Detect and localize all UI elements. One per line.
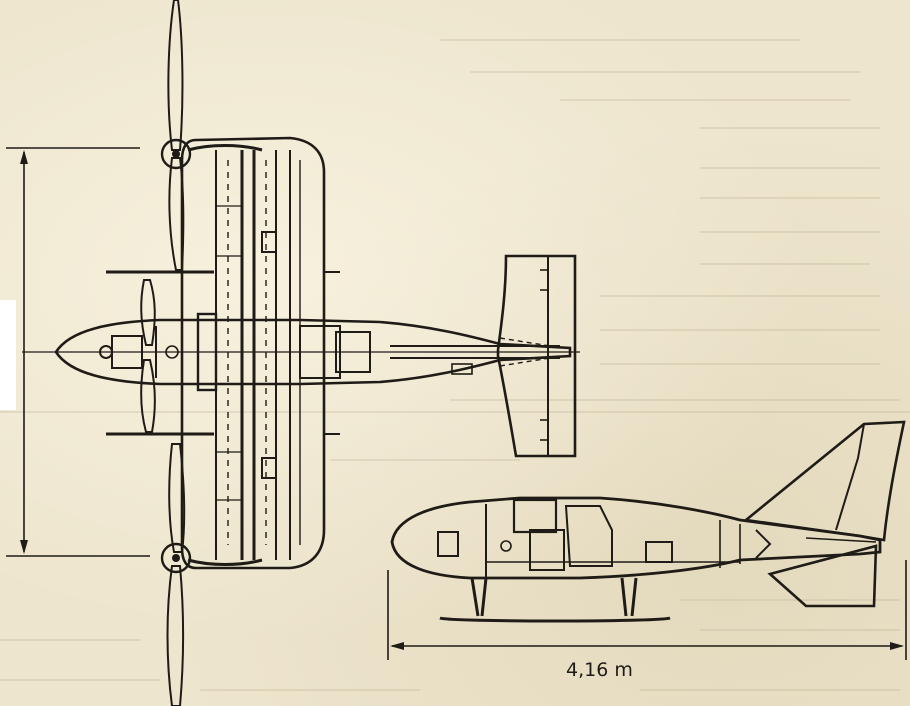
wing-outline: [180, 136, 326, 570]
side-view: [390, 420, 906, 623]
horizontal-tail: [496, 254, 577, 458]
ventral-fin: [767, 544, 878, 608]
rudder-hinge: [835, 423, 865, 531]
length-label: 4,16 m: [566, 659, 633, 681]
skids-top: [106, 270, 340, 436]
wing-structure: [187, 144, 301, 566]
upper-propeller: [160, 0, 192, 271]
lower-propeller: [160, 443, 192, 706]
fuselage-internals: [99, 312, 560, 392]
page-edge-tab: [0, 300, 16, 410]
span-dimension-line: [6, 147, 150, 557]
page-bleed-through: [0, 39, 910, 691]
landing-skids-side: [439, 577, 671, 623]
top-view: [6, 0, 580, 706]
fuselage-top: [54, 318, 572, 386]
length-dimension: 4,16 m: [387, 560, 907, 681]
side-internals: [437, 498, 877, 578]
nose-propeller: [140, 279, 156, 433]
vertical-fin: [742, 420, 906, 542]
